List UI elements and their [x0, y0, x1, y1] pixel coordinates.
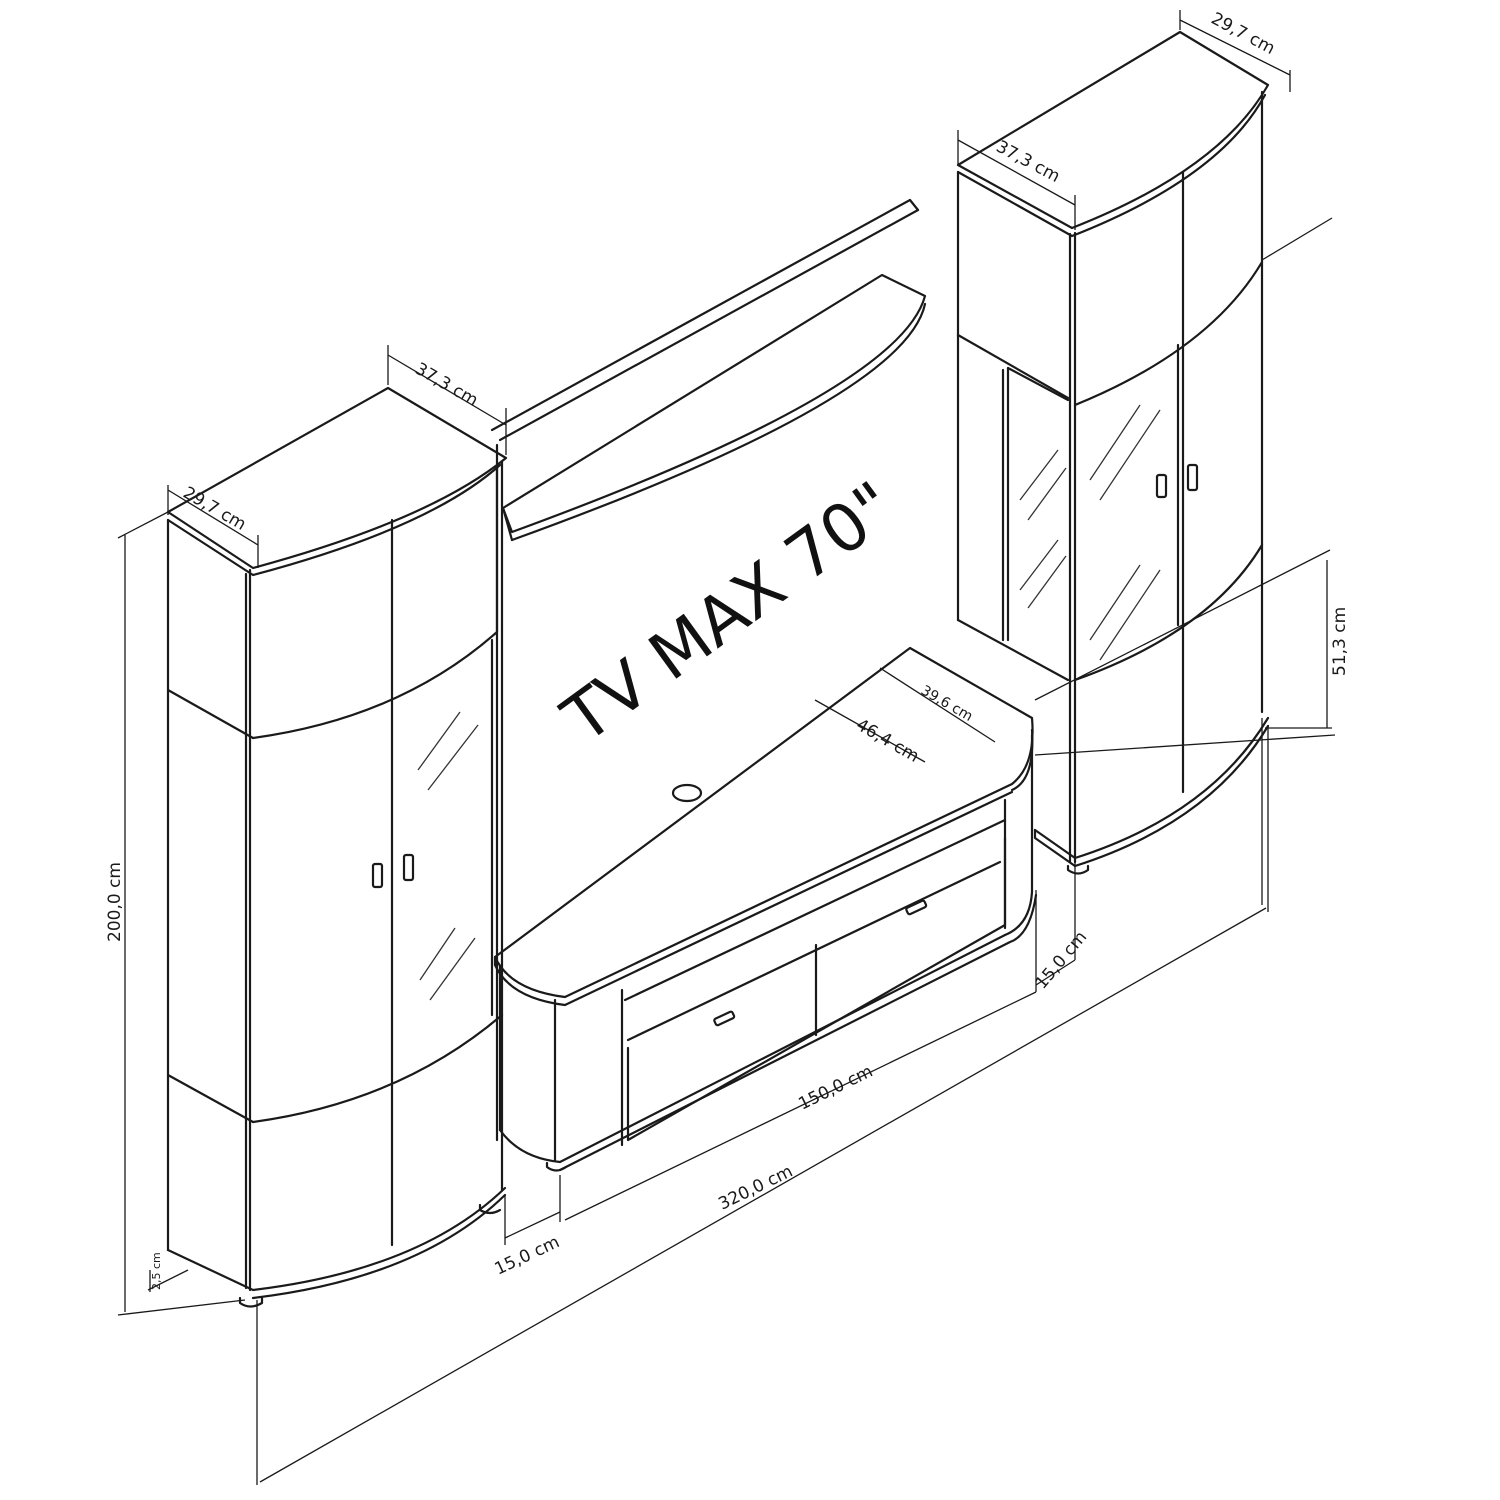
left-cabinet-handle: [371, 862, 384, 889]
dim-tv-depth: 46,4 cm: [853, 715, 923, 767]
dim-total-width: 320,0 cm: [715, 1161, 796, 1214]
dim-right-glass-height: 51,3 cm: [1330, 607, 1350, 676]
tv-max-label: TV MAX 70": [548, 467, 909, 759]
drawer-handle-left: [713, 1010, 736, 1027]
right-cabinet-handle-2: [1186, 463, 1199, 492]
dim-foot-height: 2,5 cm: [150, 1252, 163, 1290]
dim-left-depth: 37,3 cm: [412, 359, 482, 411]
cable-hole: [671, 783, 703, 803]
dim-gap-right: 15,0 cm: [1032, 927, 1092, 993]
right-cabinet-handle: [1155, 473, 1168, 499]
dimension-lines: [117, 10, 1336, 1485]
wall-shelf: [490, 198, 927, 1142]
tv-stand: [493, 646, 1038, 1172]
dim-tv-inner-depth: 39,6 cm: [918, 683, 975, 725]
left-cabinet: [166, 386, 508, 1308]
left-cabinet-handle-2: [402, 853, 415, 882]
right-cabinet: [956, 30, 1270, 875]
dim-height: 200,0 cm: [105, 862, 125, 942]
drawer-handle-right: [905, 899, 928, 916]
dim-tv-width: 150,0 cm: [795, 1061, 876, 1114]
dim-gap-left: 15,0 cm: [492, 1232, 563, 1279]
